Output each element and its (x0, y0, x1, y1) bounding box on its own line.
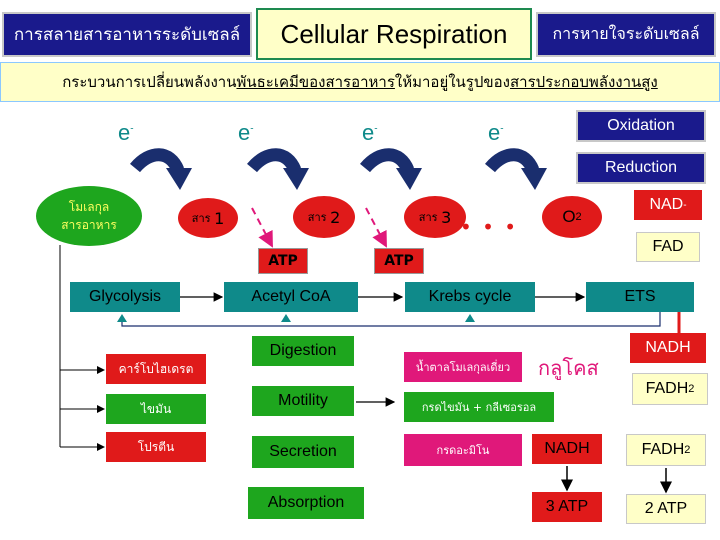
acetyl-coa-box: Acetyl CoA (224, 282, 358, 312)
motility-box: Motility (252, 386, 354, 416)
page-title: Cellular Respiration (256, 8, 532, 60)
header-left-text: การสลายสารอาหารระดับเซลล์ (13, 25, 241, 45)
nad-box: NAD- (634, 190, 702, 220)
glycolysis-box: Glycolysis (70, 282, 180, 312)
yield-3atp-box: 3 ATP (532, 492, 602, 522)
nadh-box: NADH (630, 333, 706, 363)
reduction-legend: Reduction (576, 152, 706, 184)
fat-box: ไขมัน (106, 394, 206, 424)
atp-box-1: ATP (258, 248, 308, 274)
fatty-acid-box: กรดไขมัน + กลีเซอรอล (404, 392, 554, 422)
digestion-box: Digestion (252, 336, 354, 366)
protein-box: โปรตีน (106, 432, 206, 462)
banner-part-2: พันธะเคมีของสารอาหาร (236, 73, 395, 91)
electron-label-3: e- (362, 120, 378, 145)
oxidation-legend: Oxidation (576, 110, 706, 142)
yield-2atp-box: 2 ATP (626, 494, 706, 524)
amino-acid-box: กรดอะมิโน (404, 434, 522, 466)
substance-2: สาร 2 (293, 196, 355, 238)
electron-label-2: e- (238, 120, 254, 145)
monosaccharide-box: น้ำตาลโมเลกุลเดี่ยว (404, 352, 522, 382)
nutrient-molecule-circle: โมเลกุลสารอาหาร (36, 186, 142, 246)
secretion-box: Secretion (252, 436, 354, 468)
electron-curve-arrows (130, 148, 547, 190)
electron-label-1: e- (118, 120, 134, 145)
absorption-box: Absorption (248, 487, 364, 519)
header-left-title: การสลายสารอาหารระดับเซลล์ (2, 12, 252, 57)
header-right-text: การหายใจระดับเซลล์ (552, 24, 700, 43)
fad-box: FAD (636, 232, 700, 262)
page-title-text: Cellular Respiration (280, 18, 508, 49)
ets-box: ETS (586, 282, 694, 312)
krebs-cycle-box: Krebs cycle (405, 282, 535, 312)
substance-3: สาร 3 (404, 196, 466, 238)
glucose-label: กลูโคส (538, 356, 599, 380)
electron-label-4: e- (488, 120, 504, 145)
substance-1: สาร 1 (178, 198, 238, 238)
header-right-title: การหายใจระดับเซลล์ (536, 12, 716, 57)
banner-part-4: สารประกอบพลังงานสูง (509, 73, 658, 91)
continuation-dots: • • • (460, 215, 519, 239)
atp-box-2: ATP (374, 248, 424, 274)
banner-part-3: ให้มาอยู่ในรูปของ (394, 73, 510, 91)
banner-part-1: กระบวนการเปลี่ยนพลังงาน (62, 73, 237, 91)
carbohydrate-box: คาร์โบไฮเดรต (106, 354, 206, 384)
yield-nadh-box: NADH (532, 434, 602, 464)
